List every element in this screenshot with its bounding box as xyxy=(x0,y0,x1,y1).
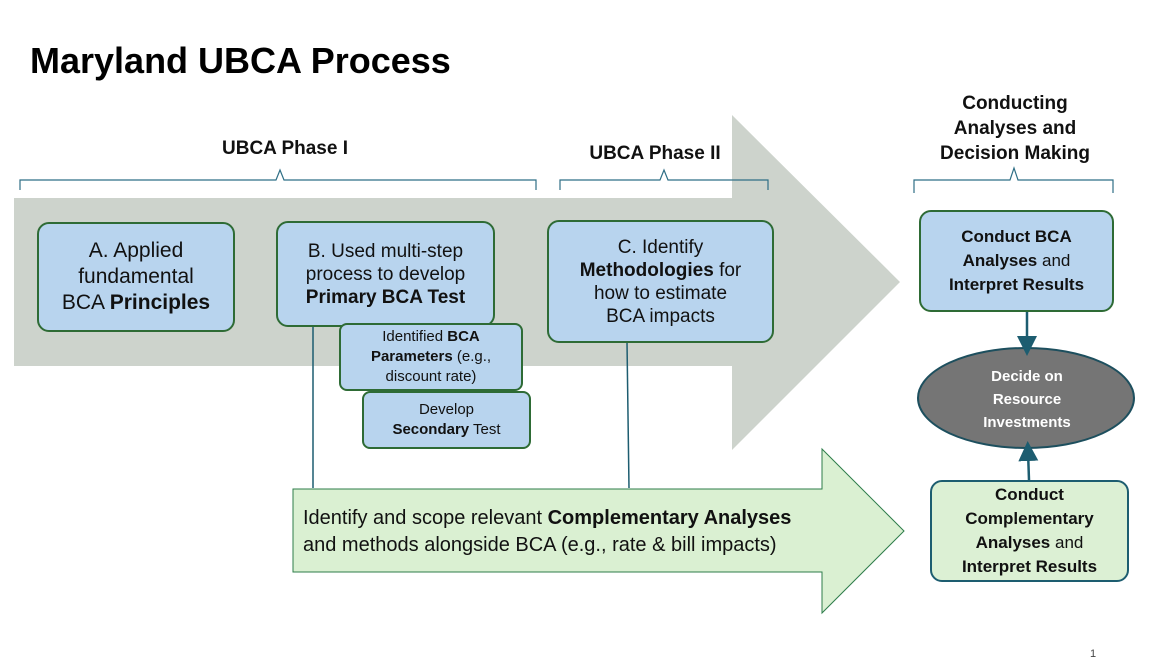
phase3-bracket xyxy=(913,166,1114,193)
phase3-label: Conducting Analyses and Decision Making xyxy=(920,91,1110,166)
conduct-bca-line3: Interpret Results xyxy=(948,275,1085,294)
decide-line3: Investments xyxy=(983,414,1071,431)
decide-line1: Decide on xyxy=(991,368,1063,385)
phase2-bracket xyxy=(559,168,769,190)
conduct-bca-bold2: Analyses xyxy=(962,251,1038,270)
box-a-principles: A. Applied fundamental BCA Principles xyxy=(37,222,235,332)
box-param-pre: Identified xyxy=(382,328,448,345)
arrow-comp-to-decide xyxy=(1018,441,1039,481)
conduct-comp-mid: and xyxy=(1050,533,1084,552)
complementary-line1-bold: Complementary Analyses xyxy=(547,507,792,529)
complementary-text: Identify and scope relevant Complementar… xyxy=(303,505,863,559)
conduct-comp-bold3: Analyses xyxy=(975,533,1051,552)
box-b-line2: process to develop xyxy=(305,263,466,285)
box-b-line3-bold: Primary BCA Test xyxy=(305,286,466,308)
box-secondary-test: Develop Secondary Test xyxy=(362,391,531,449)
box-a-line3-bold: Principles xyxy=(109,291,211,314)
box-c-line4: BCA impacts xyxy=(606,305,715,327)
page-number: 1 xyxy=(1090,648,1097,660)
box-a-line2: fundamental xyxy=(78,265,194,288)
box-c-bold: Methodologies xyxy=(579,259,714,281)
decide-line2: Resource xyxy=(992,391,1062,408)
conduct-comp-line1: Conduct xyxy=(995,485,1064,504)
complementary-line2: and methods alongside BCA (e.g., rate & … xyxy=(303,534,777,556)
box-param-bold2: Parameters xyxy=(370,348,453,365)
box-a-line3-pre: BCA xyxy=(61,291,110,314)
box-secondary-line1: Develop xyxy=(418,401,475,418)
box-a-line1: A. Applied xyxy=(88,239,184,262)
box-bca-parameters: Identified BCA Parameters (e.g., discoun… xyxy=(339,323,523,391)
box-c-post: for xyxy=(713,259,742,281)
connector-c-to-complementary xyxy=(626,341,630,489)
phase2-label: UBCA Phase II xyxy=(589,143,721,164)
box-conduct-bca: Conduct BCA Analyses and Interpret Resul… xyxy=(919,210,1114,312)
box-secondary-bold: Secondary xyxy=(392,421,470,438)
box-param-post: (e.g., xyxy=(452,348,492,365)
conduct-comp-line2: Complementary xyxy=(965,509,1094,528)
box-c-line3: how to estimate xyxy=(593,282,728,304)
phase3-label-line3: Decision Making xyxy=(940,143,1090,164)
box-c-line1: C. Identify xyxy=(617,236,704,258)
conduct-bca-line1: Conduct BCA xyxy=(961,227,1072,246)
decide-text: Decide on Resource Investments xyxy=(946,365,1108,434)
box-b-primary-test: B. Used multi-step process to develop Pr… xyxy=(276,221,495,327)
box-conduct-complementary: Conduct Complementary Analyses and Inter… xyxy=(930,480,1129,582)
box-b-line1: B. Used multi-step xyxy=(307,240,464,262)
box-param-bold1: BCA xyxy=(447,328,480,345)
phase3-label-line1: Conducting xyxy=(962,93,1068,114)
phase3-label-line2: Analyses and xyxy=(953,118,1077,139)
phase1-bracket xyxy=(19,168,537,190)
page-title: Maryland UBCA Process xyxy=(30,40,451,81)
complementary-arrow xyxy=(292,447,905,615)
box-param-line3: discount rate) xyxy=(385,368,477,385)
complementary-line1-pre: Identify and scope relevant xyxy=(303,507,548,529)
conduct-bca-mid: and xyxy=(1037,251,1071,270)
box-c-methodologies: C. Identify Methodologies for how to est… xyxy=(547,220,774,343)
phase1-label: UBCA Phase I xyxy=(222,138,348,159)
box-secondary-post: Test xyxy=(469,421,501,438)
conduct-comp-line4: Interpret Results xyxy=(961,557,1098,576)
